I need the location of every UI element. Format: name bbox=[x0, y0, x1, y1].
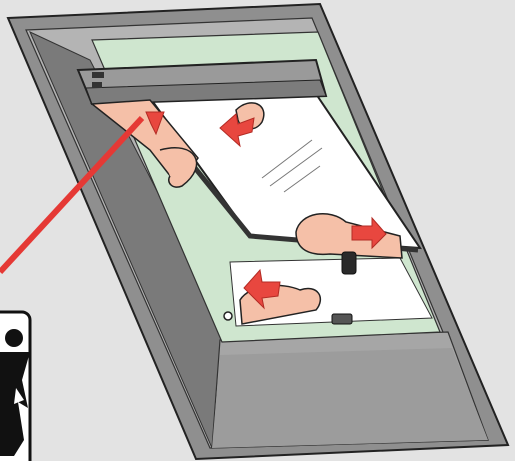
ventilation-slot-1 bbox=[92, 72, 104, 78]
person-icon-box bbox=[0, 312, 30, 461]
hinge-dot bbox=[224, 312, 232, 320]
bottom-lining-shade bbox=[212, 348, 488, 448]
ventilation-slot-2 bbox=[92, 82, 102, 88]
lock-catch bbox=[332, 314, 352, 324]
sash-handle bbox=[342, 252, 356, 274]
